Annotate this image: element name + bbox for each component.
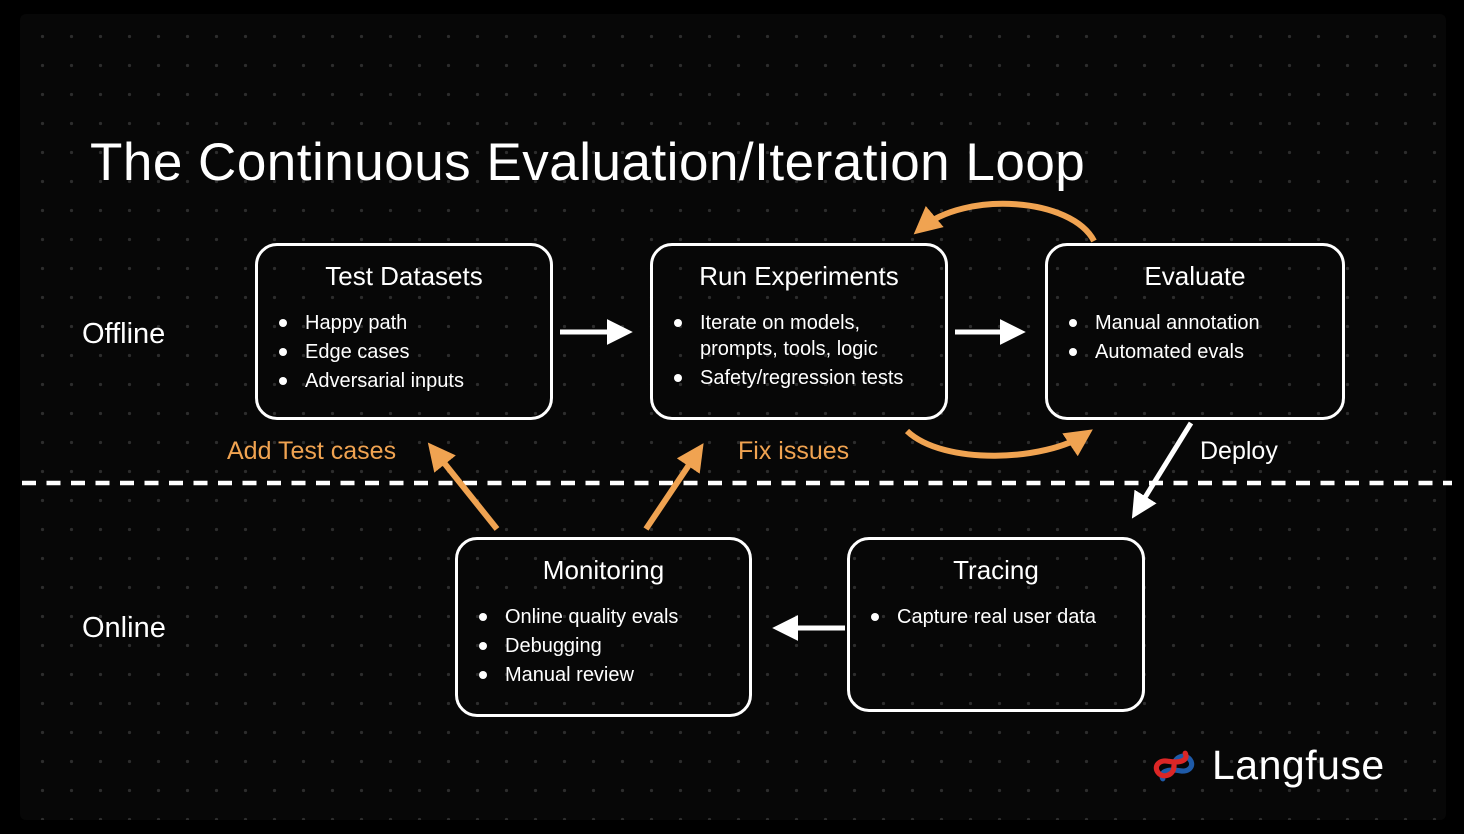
- run-experiments-bullet-list: Iterate on models, prompts, tools, logic…: [653, 310, 945, 391]
- test-datasets-box: Test Datasets Happy path Edge cases Adve…: [255, 243, 553, 420]
- evaluate-bullet-list: Manual annotation Automated evals: [1048, 310, 1342, 365]
- bullet-item: Capture real user data: [871, 604, 1122, 630]
- bullet-item: Online quality evals: [479, 604, 730, 630]
- bullet-item: Manual annotation: [1069, 310, 1320, 336]
- bullet-item: Automated evals: [1069, 339, 1320, 365]
- monitoring-bullet-list: Online quality evals Debugging Manual re…: [458, 604, 749, 688]
- bullet-item: Iterate on models, prompts, tools, logic: [674, 310, 925, 362]
- fix-issues-label: Fix issues: [738, 437, 850, 465]
- add-test-cases-label: Add Test cases: [227, 437, 397, 465]
- bullet-item: Edge cases: [279, 339, 530, 365]
- bullet-item: Safety/regression tests: [674, 365, 925, 391]
- test-datasets-bullet-list: Happy path Edge cases Adversarial inputs: [258, 310, 550, 394]
- online-section-label: Online: [82, 612, 166, 644]
- tracing-title: Tracing: [953, 555, 1039, 585]
- page-title: The Continuous Evaluation/Iteration Loop: [90, 132, 1086, 192]
- tracing-bullet-list: Capture real user data: [850, 604, 1142, 630]
- bullet-item: Adversarial inputs: [279, 368, 530, 394]
- deploy-label: Deploy: [1200, 437, 1278, 465]
- offline-section-label: Offline: [82, 318, 166, 350]
- bullet-item: Debugging: [479, 633, 730, 659]
- bullet-item: Manual review: [479, 662, 730, 688]
- langfuse-logo-text: Langfuse: [1212, 742, 1385, 788]
- bullet-item: Happy path: [279, 310, 530, 336]
- run-experiments-box: Run Experiments Iterate on models, promp…: [650, 243, 948, 420]
- monitoring-title: Monitoring: [542, 555, 665, 585]
- langfuse-logo: Langfuse: [1150, 742, 1385, 789]
- monitoring-box: Monitoring Online quality evals Debuggin…: [455, 537, 752, 717]
- test-datasets-title: Test Datasets: [325, 261, 483, 291]
- evaluate-box: Evaluate Manual annotation Automated eva…: [1045, 243, 1345, 420]
- evaluate-title: Evaluate: [1144, 261, 1246, 291]
- run-experiments-title: Run Experiments: [699, 261, 899, 291]
- langfuse-knot-icon: [1153, 750, 1195, 781]
- tracing-box: Tracing Capture real user data: [847, 537, 1145, 712]
